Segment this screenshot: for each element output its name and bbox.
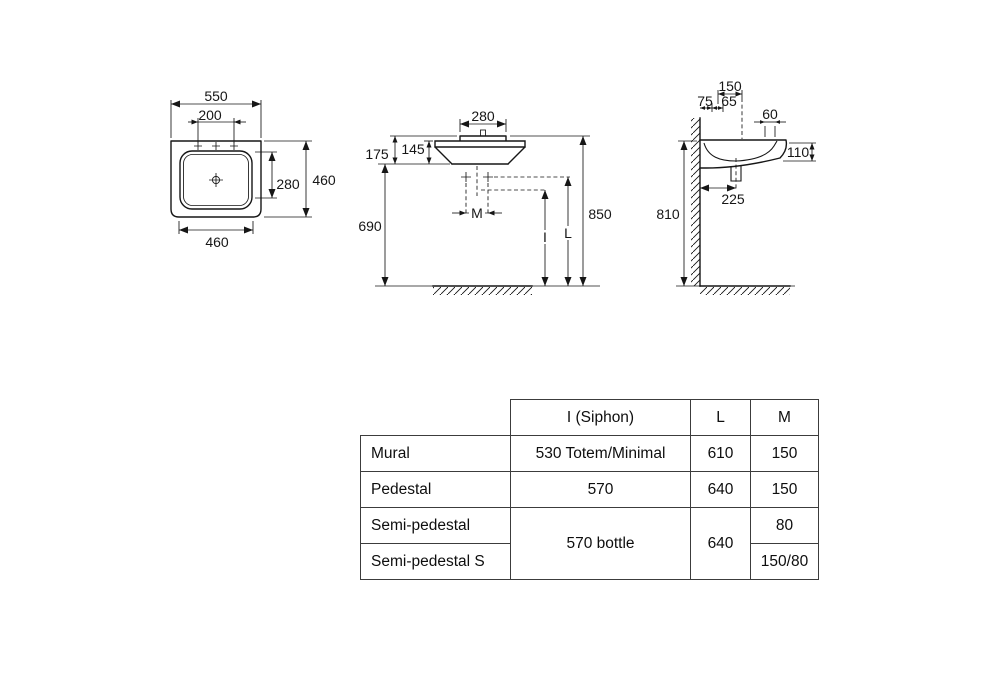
dim-850: 850	[510, 135, 612, 286]
front-view: 280 175 145 690 850 M	[358, 108, 612, 295]
dim-175-label: 175	[365, 146, 389, 162]
dim-810-label: 810	[656, 206, 680, 222]
dimensions-table: I (Siphon) L M Mural 530 Totem/Minimal 6…	[360, 399, 819, 580]
dim-i-label: I	[543, 229, 547, 245]
basin-outline-front	[434, 135, 526, 165]
dim-460-depth: 460	[264, 140, 336, 218]
dim-550-label: 550	[204, 88, 228, 104]
dim-75: 75	[697, 93, 724, 112]
dim-150: 150	[717, 78, 743, 104]
table-row-pedestal: Pedestal 570 640 150	[360, 471, 819, 508]
dim-175: 175	[365, 135, 457, 165]
dim-460-depth-label: 460	[312, 172, 336, 188]
floor-side	[676, 285, 795, 295]
tap-hole-marks	[194, 142, 238, 150]
drain-symbol	[209, 173, 223, 187]
table-row-semi-pedestal-s: Semi-pedestal S 150/80	[360, 543, 819, 580]
basin-outline-plan	[170, 140, 262, 218]
cell-pedestal-m: 150	[750, 471, 819, 508]
dim-460-front-label: 460	[205, 234, 229, 250]
table-row-semi-pedestal: Semi-pedestal 570 bottle 640 80	[360, 507, 819, 580]
table-corner-blank	[360, 399, 511, 436]
dim-m: M	[452, 205, 502, 221]
dim-110: 110	[783, 142, 816, 162]
dim-75-label: 75	[697, 93, 713, 109]
dim-145: 145	[401, 140, 433, 164]
row-label-pedestal: Pedestal	[360, 471, 511, 508]
dim-200: 200	[188, 107, 246, 143]
dim-110-label: 110	[787, 144, 810, 160]
dim-65-label: 65	[721, 93, 737, 109]
dim-l-label: L	[564, 225, 572, 241]
dim-690: 690	[358, 164, 389, 286]
dim-l: L	[561, 177, 575, 286]
spec-table-area: I (Siphon) L M Mural 530 Totem/Minimal 6…	[360, 399, 819, 580]
col-header-m: M	[750, 399, 819, 436]
dim-280-front: 280	[459, 108, 507, 132]
basin-outline-side	[699, 139, 788, 169]
dim-225: 225	[700, 184, 745, 207]
side-view: 150 75 65 60 110 225	[656, 78, 816, 295]
dim-200-label: 200	[198, 107, 222, 123]
col-header-siphon: I (Siphon)	[510, 399, 691, 436]
floor-front	[375, 285, 600, 295]
cell-semi-pedestal-s-m: 150/80	[750, 543, 819, 580]
row-label-mural: Mural	[360, 435, 511, 472]
supply-connection-marks	[461, 172, 493, 182]
cell-pedestal-l: 640	[690, 471, 751, 508]
dim-280-plan-label: 280	[276, 176, 300, 192]
dim-280-plan: 280	[255, 151, 300, 199]
row-label-semi-pedestal-s: Semi-pedestal S	[360, 543, 511, 580]
dim-810: 810	[656, 140, 697, 286]
dim-145-label: 145	[401, 141, 425, 157]
cell-semi-pedestal-siphon: 570 bottle	[510, 507, 691, 580]
dim-m-label: M	[471, 205, 483, 221]
dim-150-label: 150	[718, 78, 742, 94]
table-row-mural: Mural 530 Totem/Minimal 610 150	[360, 435, 819, 472]
dim-690-label: 690	[358, 218, 382, 234]
cell-mural-l: 610	[690, 435, 751, 472]
bowl-inner-edge	[183, 154, 249, 206]
dim-60-label: 60	[762, 106, 778, 122]
dim-i: I	[539, 190, 551, 286]
bowl-outline-plan	[179, 150, 253, 210]
dim-850-label: 850	[588, 206, 612, 222]
col-header-l: L	[690, 399, 751, 436]
dim-550: 550	[170, 88, 262, 138]
cell-mural-siphon: 530 Totem/Minimal	[510, 435, 691, 472]
tap-hole-front	[480, 129, 486, 137]
bowl-section-line	[703, 140, 778, 162]
cell-semi-pedestal-m: 80	[750, 507, 819, 544]
dim-65: 65	[711, 93, 737, 110]
cell-mural-m: 150	[750, 435, 819, 472]
plan-view: 550 200 280 460 460	[170, 88, 336, 250]
row-label-semi-pedestal: Semi-pedestal	[360, 507, 511, 544]
dim-460-front: 460	[178, 221, 254, 250]
dim-280-front-label: 280	[471, 108, 495, 124]
dim-60: 60	[754, 106, 786, 137]
reference-centerlines	[465, 166, 570, 213]
cell-pedestal-siphon: 570	[510, 471, 691, 508]
side-centerlines	[735, 98, 743, 191]
wall	[691, 117, 701, 287]
washbasin-drawing: 550 200 280 460 460	[170, 78, 816, 295]
dim-225-label: 225	[721, 191, 745, 207]
table-header-row: I (Siphon) L M	[360, 399, 819, 436]
cell-semi-pedestal-l: 640	[690, 507, 751, 580]
